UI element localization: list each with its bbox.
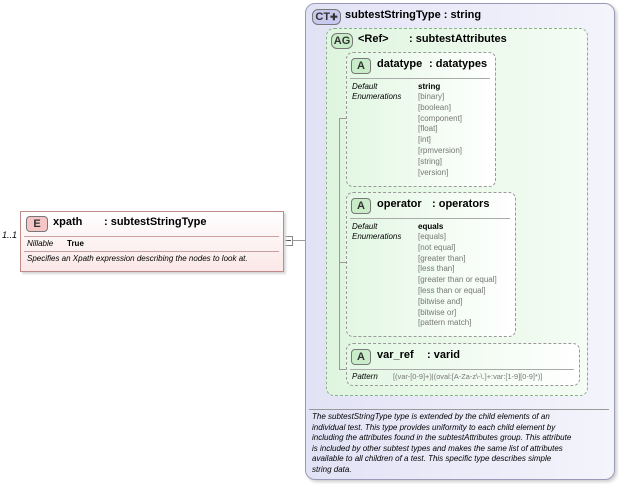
divider	[350, 218, 510, 219]
tree-connector	[339, 262, 346, 263]
complex-type-badge-icon: CT✚	[312, 9, 341, 25]
attribute-var-ref[interactable]: A var_ref : varid Pattern [(var-[0-9]+)|…	[346, 343, 580, 386]
enumeration-item: [bitwise and]	[418, 296, 463, 306]
enumeration-item: [equals]	[418, 232, 447, 241]
enumeration-item: [not equal]	[418, 242, 456, 252]
attribute-type: : operators	[432, 198, 490, 210]
enumerations-label: Enumerations	[352, 92, 402, 101]
enumeration-item: [component]	[418, 113, 463, 123]
nillable-label: Nillable	[27, 239, 54, 248]
divider	[24, 236, 279, 237]
enumeration-item: [binary]	[418, 92, 445, 101]
enumeration-item: [string]	[418, 156, 443, 166]
documentation-divider	[309, 409, 609, 410]
complex-type-title: subtestStringType : string	[345, 9, 482, 21]
pattern-value: [(var-[0-9]+)|(oval:[A-Za-z\-\.]+:var:[1…	[393, 372, 543, 381]
attribute-name: operator	[377, 198, 422, 210]
sequence-toggle-icon[interactable]	[283, 236, 293, 246]
element-badge-icon: E	[26, 216, 48, 232]
attribute-group-badge-icon: AG	[331, 33, 353, 49]
element-type: : subtestStringType	[104, 216, 207, 228]
enumeration-item: [greater than or equal]	[418, 275, 497, 285]
nillable-value: True	[67, 239, 84, 248]
doc-line: string data.	[312, 464, 352, 474]
element-description: Specifies an Xpath expression describing…	[27, 254, 248, 263]
doc-line: including the attributes found in the su…	[312, 433, 572, 443]
enumerations-label: Enumerations	[352, 232, 402, 241]
enumeration-item: [less than]	[418, 264, 455, 274]
attribute-badge-icon: A	[351, 349, 371, 365]
attribute-operator[interactable]: A operator : operators Default Enumerati…	[346, 192, 516, 337]
enumeration-list: [equals] [not equal] [greater than] [les…	[418, 232, 497, 329]
enumeration-list: [binary] [boolean] [component] [float] […	[418, 92, 462, 178]
tree-connector	[339, 369, 346, 370]
doc-line: available to all children of a test. Thi…	[312, 454, 552, 464]
default-label: Default	[352, 82, 378, 91]
default-value: string	[418, 82, 441, 91]
enumeration-item: [rpmversion]	[418, 145, 463, 155]
enumeration-item: [float]	[418, 124, 438, 134]
attribute-badge-icon: A	[351, 58, 371, 74]
enumeration-item: [int]	[418, 135, 431, 145]
enumeration-item: [pattern match]	[418, 318, 472, 328]
attribute-type: : varid	[427, 349, 461, 361]
attribute-name: datatype	[377, 58, 423, 70]
doc-line: is included by other subtest types and m…	[312, 443, 563, 453]
divider	[350, 369, 574, 370]
attribute-group-ref: <Ref>	[358, 33, 389, 45]
complex-type-documentation: The subtestStringType type is extended b…	[312, 412, 610, 476]
attribute-type: : datatypes	[429, 58, 488, 70]
attribute-badge-icon: A	[351, 198, 371, 214]
doc-line: The subtestStringType type is extended b…	[312, 412, 550, 421]
cardinality-label: 1..1	[2, 230, 18, 240]
tree-connector	[339, 118, 340, 370]
default-value: equals	[418, 222, 444, 231]
divider	[350, 78, 490, 79]
complex-type-badge-text: CT	[315, 11, 331, 23]
enumeration-item: [less than or equal]	[418, 285, 486, 295]
pattern-label: Pattern	[352, 372, 378, 381]
divider	[24, 251, 279, 252]
doc-line: individual test. This type provides unif…	[312, 422, 556, 432]
attribute-name: var_ref	[377, 349, 414, 361]
default-label: Default	[352, 222, 378, 231]
element-name: xpath	[53, 216, 83, 228]
attribute-datatype[interactable]: A datatype : datatypes Default Enumerati…	[346, 52, 496, 187]
element-xpath[interactable]: E xpath : subtestStringType Nillable Tru…	[20, 211, 284, 272]
enumeration-item: [greater than]	[418, 253, 466, 263]
enumeration-item: [boolean]	[418, 102, 451, 112]
tree-connector	[339, 118, 346, 119]
enumeration-item: [version]	[418, 167, 449, 177]
connector-line	[292, 240, 305, 241]
enumeration-item: [bitwise or]	[418, 307, 457, 317]
attribute-group-name: : subtestAttributes	[409, 33, 507, 45]
